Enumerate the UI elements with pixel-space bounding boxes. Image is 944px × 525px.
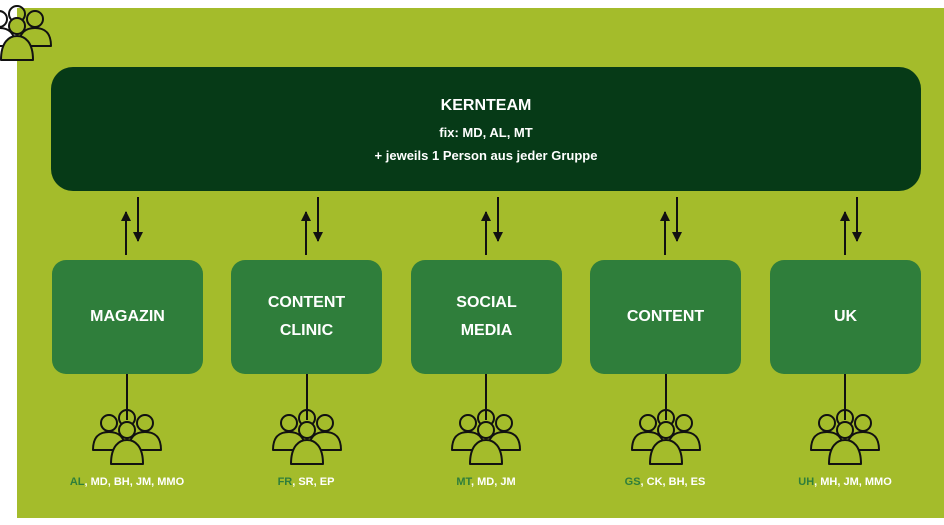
connectors: [0, 5, 880, 465]
bidirectional-arrow-icon: [660, 197, 682, 255]
group-member-list: , MD, JM: [471, 476, 516, 488]
bidirectional-arrow-icon: [481, 197, 503, 255]
group-box-content: CONTENT: [590, 260, 741, 374]
group-lead: FR: [277, 476, 293, 488]
core-team-title: KERNTEAM: [440, 97, 532, 114]
group-lead: MT: [456, 476, 472, 488]
core-team-fixed-members: fix: MD, AL, MT: [439, 125, 533, 140]
group-members-magazin: AL, MD, BH, JM, MMO: [37, 476, 217, 488]
group-lead: UH: [798, 476, 815, 488]
org-diagram: KERNTEAM fix: MD, AL, MT + jeweils 1 Per…: [0, 5, 944, 518]
group-box-uk: UK: [770, 260, 921, 374]
core-team-note: + jeweils 1 Person aus jeder Gruppe: [374, 148, 598, 163]
group-lead: GS: [624, 476, 641, 488]
core-team-box: KERNTEAM fix: MD, AL, MT + jeweils 1 Per…: [51, 67, 921, 191]
group-people-icon: [0, 5, 52, 61]
group-members-social-media: MT, MD, JM: [396, 476, 576, 488]
group-box-magazin: MAGAZIN: [52, 260, 203, 374]
group-box-social-media: SOCIAL MEDIA: [411, 260, 562, 374]
group-members-uk: UH, MH, JM, MMO: [755, 476, 935, 488]
bidirectional-arrow-icon: [301, 197, 323, 255]
group-member-list: , MD, BH, JM, MMO: [84, 476, 185, 488]
group-member-list: , CK, BH, ES: [640, 476, 706, 488]
bidirectional-arrow-icon: [840, 197, 862, 255]
group-members-content: GS, CK, BH, ES: [575, 476, 755, 488]
group-member-list: , SR, EP: [292, 476, 335, 488]
group-box-content-clinic: CONTENT CLINIC: [231, 260, 382, 374]
group-member-list: , MH, JM, MMO: [814, 476, 892, 488]
group-lead: AL: [69, 476, 85, 488]
bidirectional-arrow-icon: [121, 197, 143, 255]
group-members-content-clinic: FR, SR, EP: [216, 476, 396, 488]
